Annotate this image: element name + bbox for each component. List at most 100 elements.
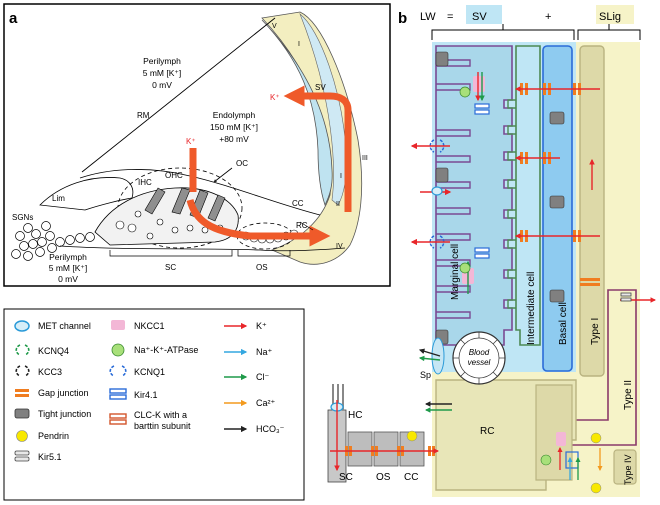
legend-frame (3, 308, 305, 501)
label-os: OS (256, 263, 268, 272)
met-channel-icon (14, 320, 30, 332)
basilar-membrane (59, 245, 346, 252)
nak-atpase-icon (111, 343, 125, 357)
slig-brace (577, 24, 641, 40)
basal-tj-bottom (549, 289, 565, 303)
legend-cl: Cl⁻ (256, 372, 269, 382)
blood-vessel-wall (453, 332, 505, 384)
pendrin-cc (406, 430, 418, 442)
legend-pendrin: Pendrin (38, 431, 69, 441)
label-ohc: OHC (165, 171, 183, 180)
tight-junction-icon (14, 408, 30, 419)
panel-a-label: a (9, 10, 18, 27)
rc-transporters (540, 432, 602, 494)
nkcc1-icon (111, 320, 125, 330)
basal-tj-mid (549, 195, 565, 209)
slig-badge (596, 5, 634, 24)
met-channel-b-1 (431, 186, 443, 196)
label-intermediate: Intermediate cell (526, 272, 537, 345)
perilymph-bottom-k: 5 mM [K⁺] (49, 263, 88, 273)
type-iv-fibrocyte (613, 449, 637, 485)
label-sc-b: SC (339, 472, 353, 483)
os-bracket (237, 250, 291, 257)
k-flow-lateral (283, 85, 352, 212)
legend-nkcc1: NKCC1 (134, 321, 165, 331)
label-hc: HC (348, 410, 362, 421)
marginal-tj-2 (435, 167, 449, 183)
legend-tight: Tight junction (38, 409, 91, 419)
label-type-ii: Type II (623, 380, 634, 410)
roman-ii: II (336, 201, 340, 208)
oc-pointer (213, 167, 233, 183)
sv-band (299, 13, 347, 206)
sp-arrow-green (418, 355, 441, 362)
basal-cell (542, 45, 573, 372)
legend-gap: Gap junction (38, 388, 89, 398)
gap-junction-icon (15, 389, 29, 397)
legend-kcnq1: KCNQ1 (134, 367, 165, 377)
legend-k: K⁺ (256, 321, 267, 331)
hair-cell-region (327, 384, 347, 483)
label-rm: RM (137, 111, 150, 120)
endolymph-k: 150 mM [K⁺] (210, 122, 258, 132)
perilymph-bottom-mv: 0 mV (58, 274, 78, 284)
legend-ca: Ca²⁺ (256, 398, 276, 408)
legend-kir41: Kir4.1 (134, 390, 158, 400)
legend-hco3: HCO₃⁻ (256, 424, 285, 434)
header-slig: SLig (599, 11, 621, 23)
label-rc-b: RC (480, 426, 494, 437)
sc-bracket (109, 250, 233, 257)
sv-brace (431, 24, 575, 40)
label-sc: SC (165, 263, 176, 272)
intermediate-processes (507, 99, 516, 309)
header-eq: = (447, 11, 453, 23)
endolymph-mv: +80 mV (219, 134, 249, 144)
kir51-icon (14, 450, 30, 462)
k-flow-cells (186, 198, 331, 247)
label-sp: Sp (420, 370, 431, 380)
gap-junction-slig (580, 278, 600, 286)
legend-clck-2: barttin subunit (134, 421, 191, 431)
clck-icon (109, 413, 127, 425)
nkcc1-transporter-1 (473, 72, 485, 102)
panel-b-label: b (398, 10, 407, 27)
kcc3-icon (15, 365, 30, 377)
nak-atpase-2 (459, 262, 471, 274)
label-ihc: IHC (138, 178, 152, 187)
label-cc-b: CC (404, 472, 418, 483)
roman-i-bottom: I (340, 173, 342, 180)
label-marginal: Marginal cell (450, 244, 461, 300)
label-sgns: SGNs (12, 213, 33, 222)
label-oc: OC (236, 159, 248, 168)
perilymph-top-mv: 0 mV (152, 80, 172, 90)
header-plus: + (545, 11, 551, 23)
vessel-label-2: vessel (468, 358, 491, 367)
nak-atpase-1 (459, 86, 471, 98)
label-k-lateral: K⁺ (270, 93, 280, 102)
panel-a: a (3, 3, 391, 287)
legend-kcc3: KCC3 (38, 367, 62, 377)
intermediate-cell (515, 45, 541, 346)
kir51-slig (620, 292, 632, 302)
label-os-b: OS (376, 472, 391, 483)
endolymph-name: Endolymph (213, 110, 256, 120)
label-cc: CC (292, 199, 304, 208)
kcnq1-icon (109, 365, 127, 377)
legend-nak: Na⁺-K⁺-ATPase (134, 345, 198, 355)
legend: MET channel KCNQ4 KCC3 Gap junction Tigh… (3, 308, 305, 501)
kir41-icon (109, 388, 127, 400)
marginal-tj-1 (435, 51, 449, 67)
perilymph-top-k: 5 mM [K⁺] (143, 68, 182, 78)
kir41-transporter-2 (474, 247, 490, 259)
label-lim: Lim (52, 194, 65, 203)
sv-badge (466, 5, 502, 24)
spiral-ganglion-neurons (11, 221, 95, 261)
label-rc: RC (296, 221, 308, 230)
roman-iii: III (362, 155, 368, 162)
label-k-hair: K⁺ (186, 137, 196, 146)
header-sv: SV (472, 11, 487, 23)
pendrin-icon (16, 430, 28, 442)
vessel-label-1: Blood (469, 348, 490, 357)
marginal-microvilli (436, 59, 471, 319)
